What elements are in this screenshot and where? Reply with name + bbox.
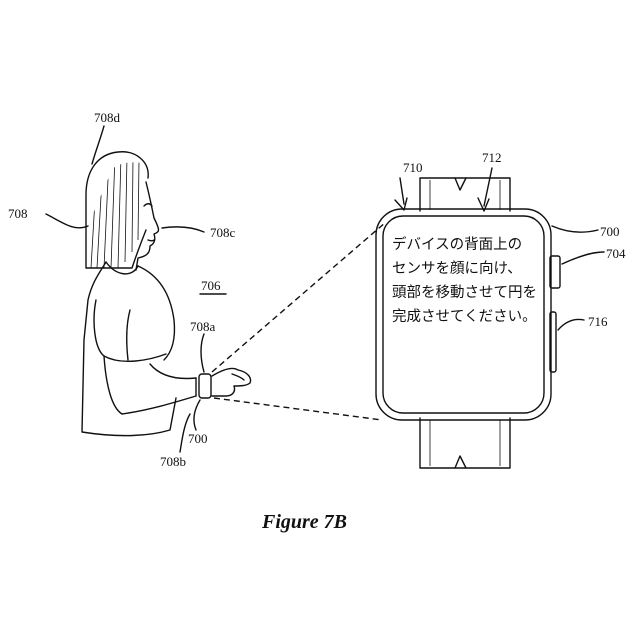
figure-caption: Figure 7B	[261, 511, 347, 533]
label-head: 708d	[94, 110, 121, 125]
sightline-bottom	[214, 398, 382, 420]
sightline-top	[212, 222, 386, 372]
label-band-top: 712	[482, 150, 502, 165]
hair-strands	[91, 155, 139, 268]
label-environment: 706	[201, 278, 221, 293]
shirt	[82, 262, 176, 436]
label-face: 708c	[210, 225, 236, 240]
label-arm: 708b	[160, 454, 186, 469]
screen-line-3: 頭部を移動させて円を	[392, 284, 537, 301]
screen-line-2: センサを顔に向け、	[392, 260, 522, 277]
screen-line-1: デバイスの背面上の	[392, 235, 522, 253]
label-hair: 708	[8, 206, 28, 221]
label-side-button: 716	[588, 314, 608, 329]
face	[136, 182, 159, 270]
band-bottom	[420, 418, 510, 468]
screen-line-4: 完成させてください。	[392, 308, 537, 325]
hand	[212, 368, 251, 396]
label-crown: 704	[606, 246, 626, 261]
wrist-watch	[199, 374, 211, 398]
label-watch-on-wrist: 700	[188, 431, 208, 446]
label-wrist: 708a	[190, 319, 216, 334]
label-watch: 700	[600, 224, 620, 239]
sleeve	[94, 300, 166, 361]
label-display-corner: 710	[403, 160, 423, 175]
band-top	[420, 178, 510, 211]
